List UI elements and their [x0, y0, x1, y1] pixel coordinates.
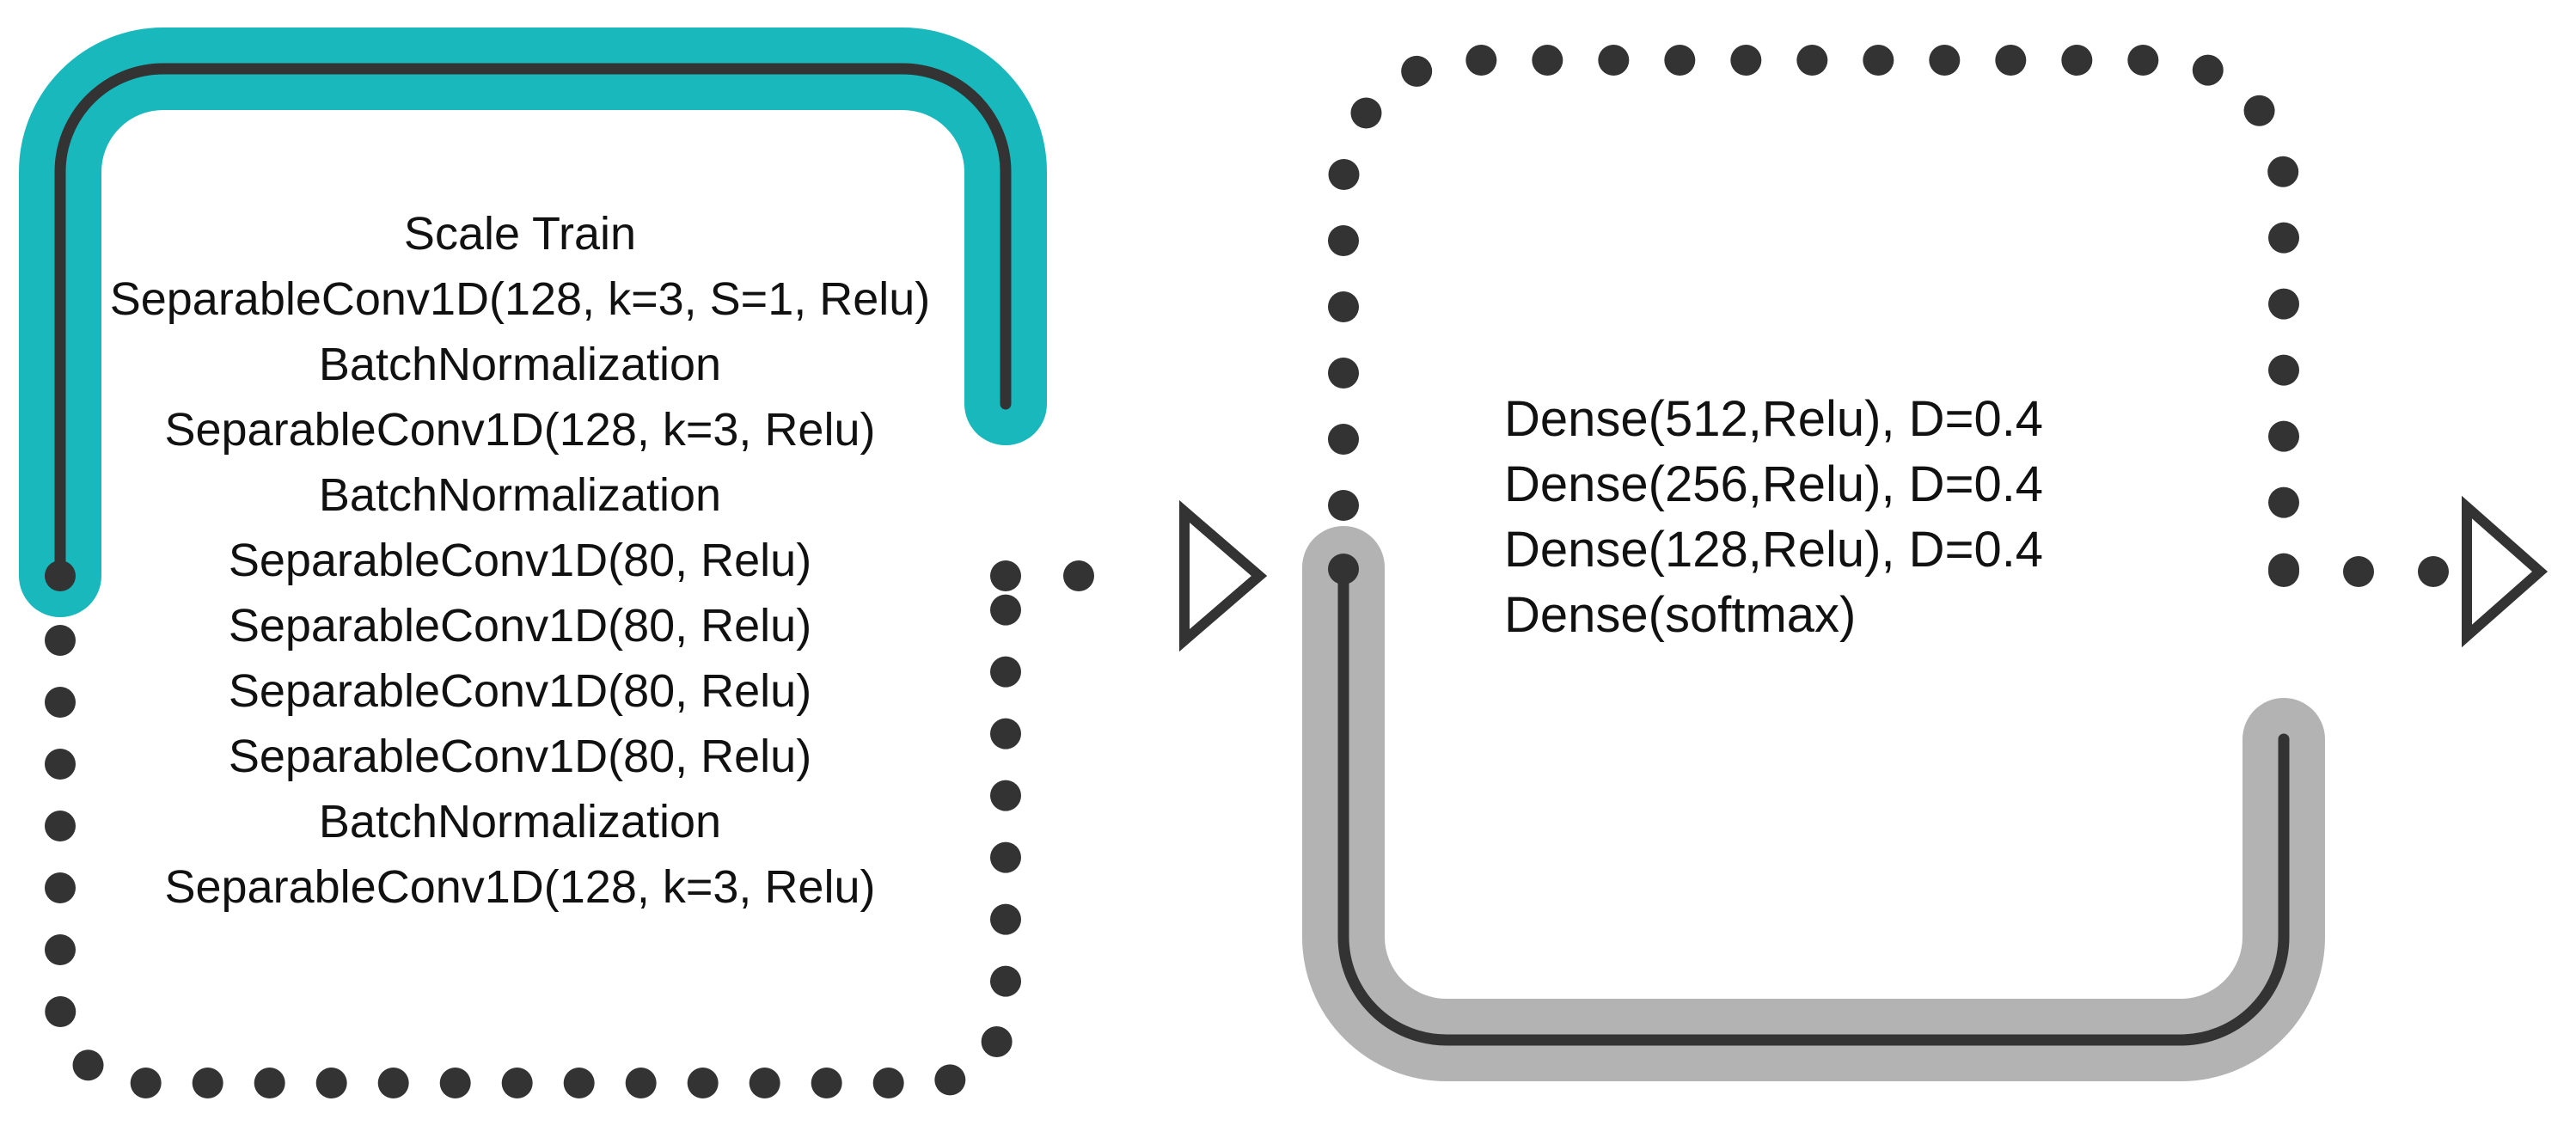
right-block-start-dot	[1328, 554, 1359, 584]
left-block-solid-line	[54, 63, 1012, 582]
dense-layer-label: Dense(256,Relu), D=0.4	[1504, 456, 2044, 512]
layer-label: BatchNormalization	[318, 469, 722, 521]
right-block-layers: Dense(512,Relu), D=0.4 Dense(256,Relu), …	[1504, 387, 2192, 648]
dense-layer-label: Dense(softmax)	[1504, 587, 1857, 643]
layer-label: SeparableConv1D(128, k=3, Relu)	[164, 861, 876, 913]
layer-label: SeparableConv1D(80, Relu)	[228, 600, 812, 652]
layer-label: BatchNormalization	[318, 339, 722, 390]
arrow-left-to-right	[1179, 499, 1268, 652]
dense-layer-label: Dense(128,Relu), D=0.4	[1504, 522, 2044, 578]
dense-layer-label: Dense(512,Relu), D=0.4	[1504, 391, 2044, 447]
arrow-output	[2462, 495, 2548, 648]
left-block-layers: Scale Train SeparableConv1D(128, k=3, S=…	[77, 201, 963, 920]
right-block-solid-line	[1337, 561, 2290, 1046]
layer-label: SeparableConv1D(80, Relu)	[228, 535, 812, 586]
left-block-title: Scale Train	[403, 208, 637, 260]
layer-label: BatchNormalization	[318, 796, 722, 847]
left-block-start-dot	[45, 560, 76, 591]
layer-label: SeparableConv1D(80, Relu)	[228, 731, 812, 782]
layer-label: SeparableConv1D(128, k=3, S=1, Relu)	[109, 273, 931, 325]
layer-label: SeparableConv1D(80, Relu)	[228, 665, 812, 717]
right-block-dotted-line	[1328, 45, 2299, 587]
layer-label: SeparableConv1D(128, k=3, Relu)	[164, 404, 876, 456]
left-block-dotted-line	[45, 560, 1021, 1098]
